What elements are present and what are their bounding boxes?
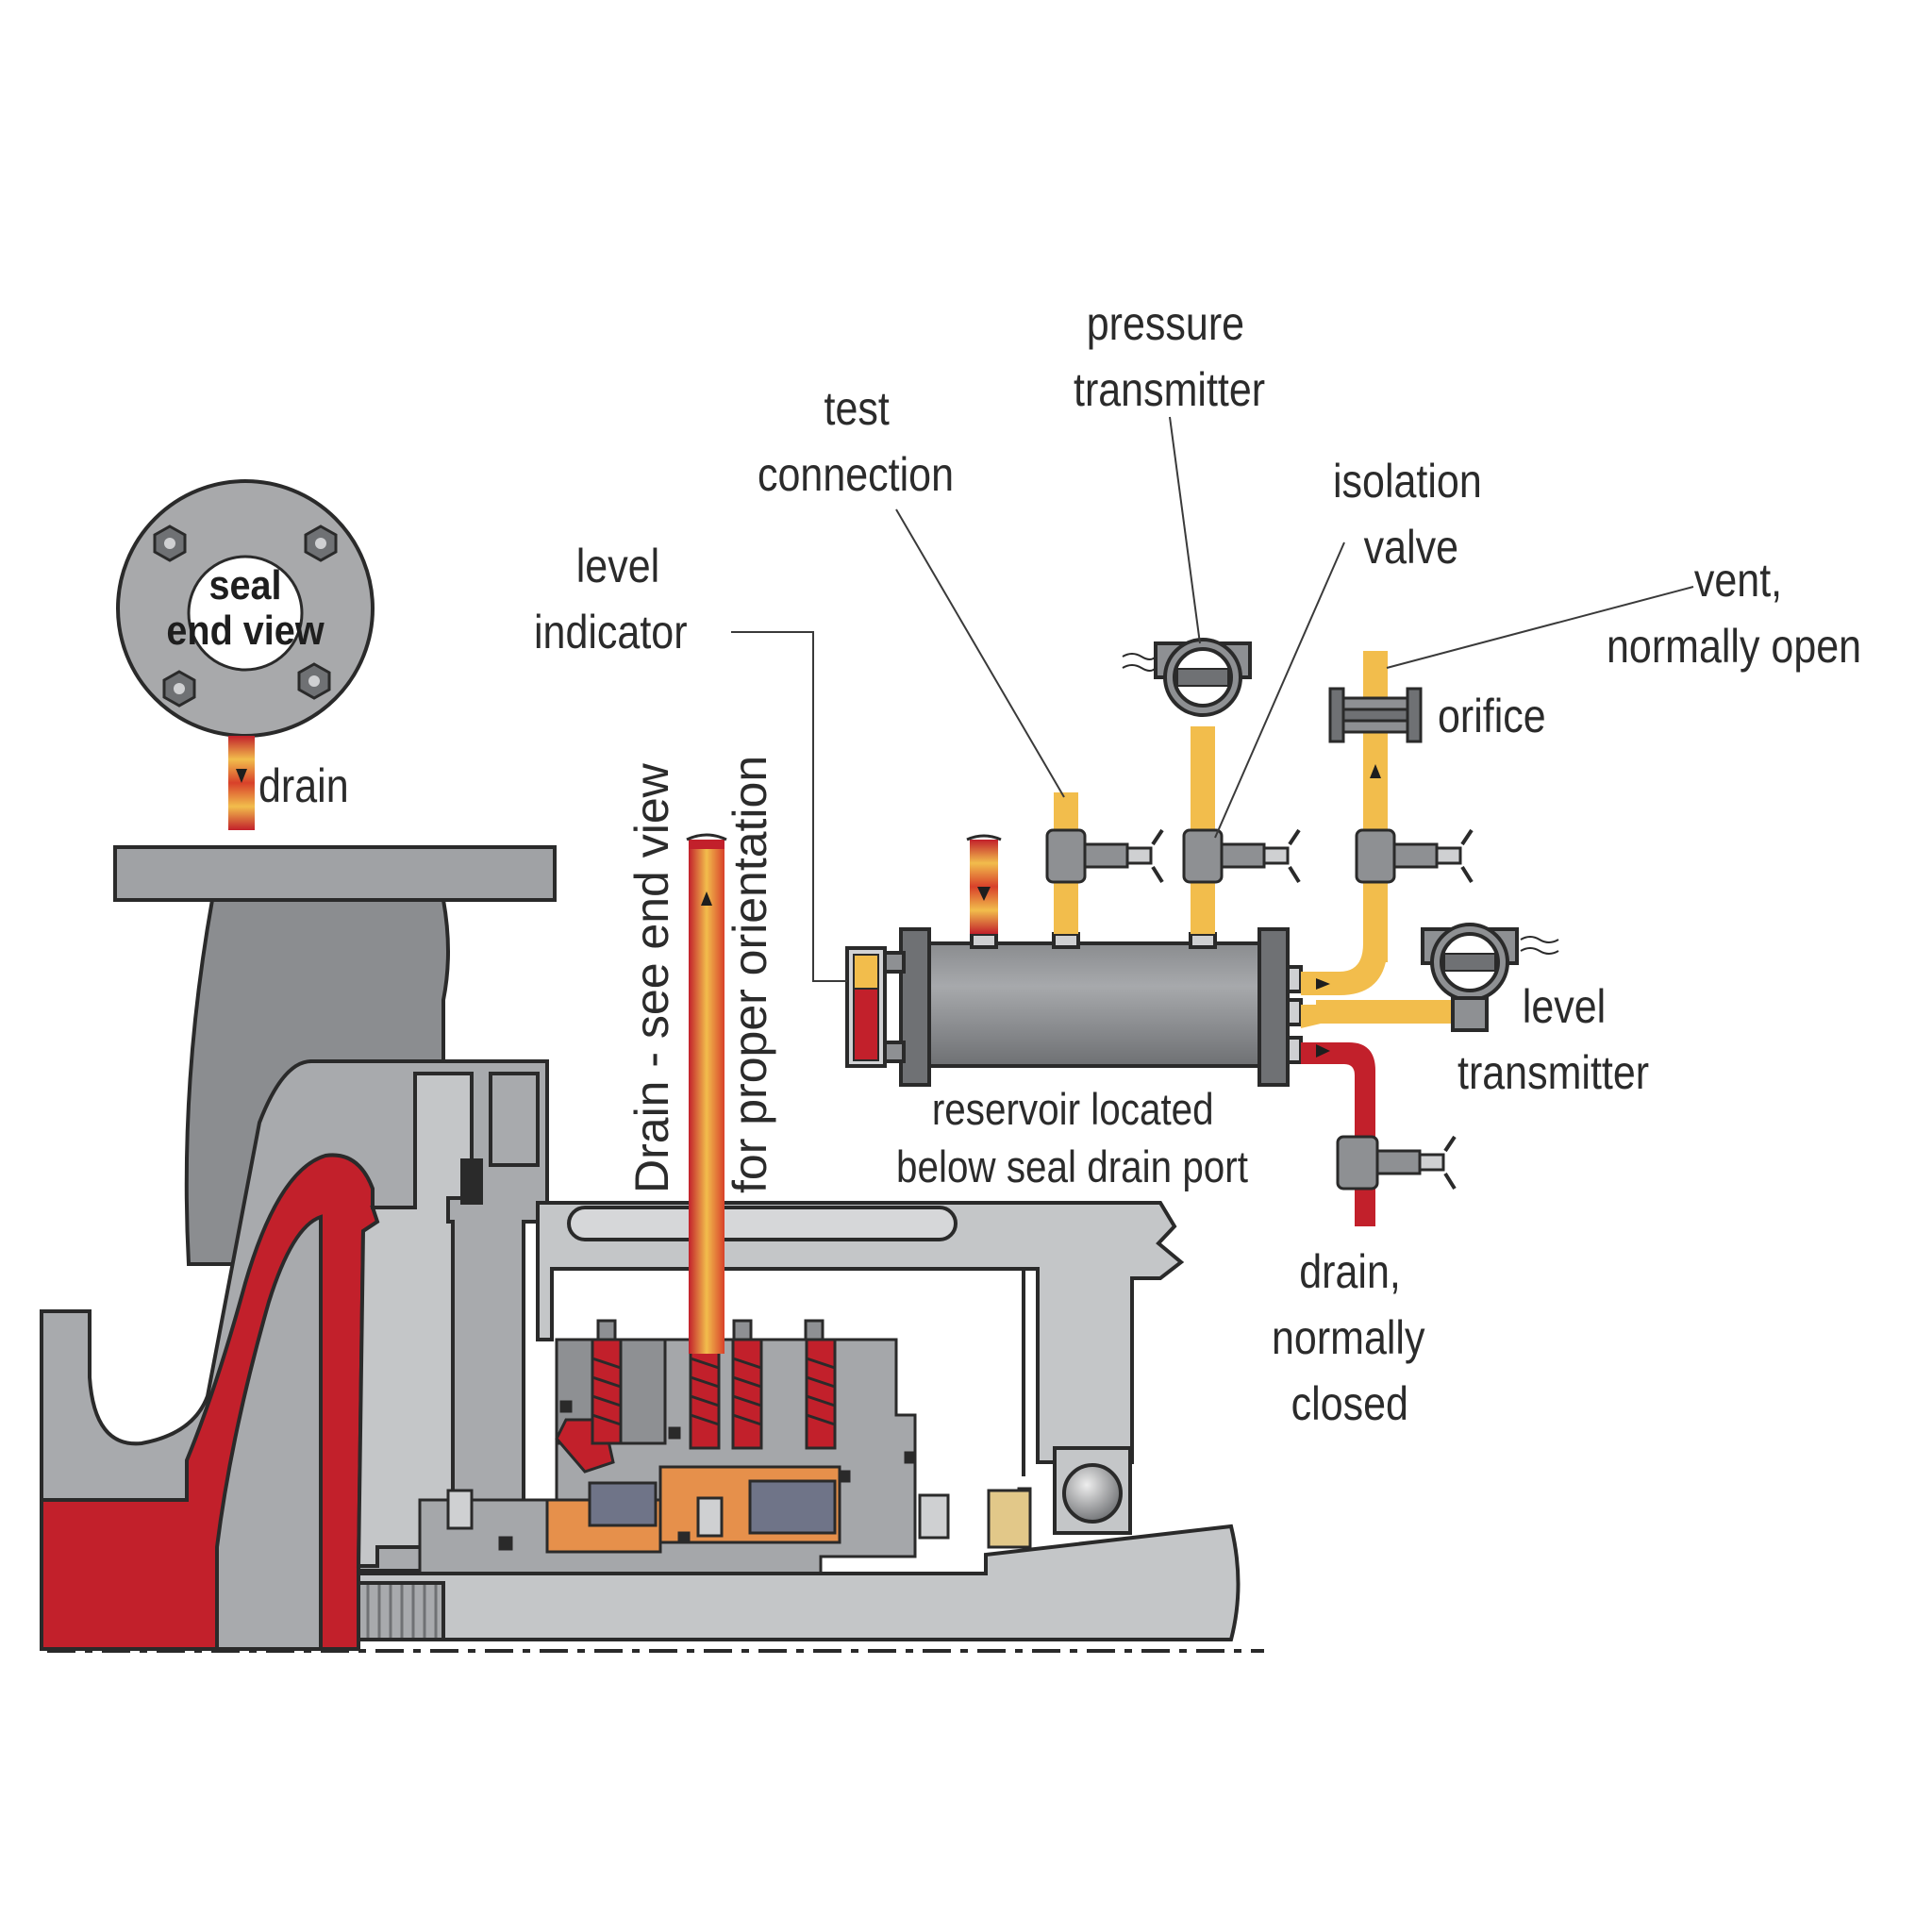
vent-label: vent, normally open bbox=[1607, 557, 1861, 689]
label-line: normally bbox=[1272, 1311, 1425, 1364]
flow-arrow-icon bbox=[701, 891, 712, 906]
orifice-label: orifice bbox=[1438, 690, 1546, 742]
drain-orientation-label-line1: Drain - see end view bbox=[625, 763, 678, 1193]
label-line: seal bbox=[208, 562, 282, 608]
label-line: transmitter bbox=[1457, 1046, 1650, 1099]
flow-arrow-icon bbox=[236, 769, 247, 783]
test-connection-label: test connection bbox=[758, 385, 954, 517]
mechanical-seal-cartridge bbox=[418, 1319, 1032, 1577]
orifice-flange bbox=[1328, 687, 1423, 743]
label-line: level bbox=[575, 540, 660, 592]
drain-normally-closed-label: drain, normally closed bbox=[1272, 1248, 1424, 1446]
drain-orientation-label-line2: for proper orientation bbox=[724, 755, 776, 1193]
label-line: indicator bbox=[534, 606, 688, 658]
shaft bbox=[357, 1524, 1241, 1641]
level-transmitter bbox=[1421, 923, 1559, 1032]
impeller bbox=[40, 1153, 455, 1651]
level-indicator-label: level indicator bbox=[534, 542, 688, 675]
label-line: level bbox=[1522, 980, 1607, 1033]
leader-lines bbox=[731, 416, 1694, 982]
label-line: valve bbox=[1363, 521, 1459, 574]
pressure-transmitter-label: pressure transmitter bbox=[1074, 300, 1265, 432]
reservoir-label: reservoir located below seal drain port bbox=[896, 1087, 1248, 1208]
level-transmitter-label: level transmitter bbox=[1457, 983, 1649, 1115]
valve-icon bbox=[1045, 828, 1474, 1191]
label-line: end view bbox=[166, 608, 325, 655]
label-line: pressure bbox=[1086, 297, 1245, 350]
reservoir bbox=[845, 927, 1303, 1087]
seal-chamber bbox=[356, 1072, 540, 1568]
label-line: connection bbox=[758, 448, 954, 501]
flow-arrow-icon bbox=[977, 887, 991, 901]
label-line: vent, bbox=[1693, 554, 1783, 607]
label-line: drain, bbox=[1299, 1245, 1401, 1298]
pressure-transmitter bbox=[1122, 638, 1252, 717]
seal-springs bbox=[591, 1338, 837, 1450]
bearing-isolator bbox=[987, 1489, 1032, 1549]
label-line: test bbox=[824, 382, 890, 435]
label-line: normally open bbox=[1607, 620, 1862, 673]
seal-end-view bbox=[116, 479, 375, 830]
label-line: below seal drain port bbox=[896, 1141, 1248, 1191]
seal-end-view-label: seal end view bbox=[152, 562, 339, 655]
label-line: closed bbox=[1291, 1377, 1408, 1430]
label-line: isolation bbox=[1333, 455, 1482, 508]
flow-arrow-icon bbox=[1316, 764, 1381, 1058]
reservoir-inlet-drain bbox=[966, 834, 1002, 934]
drain-label: drain bbox=[258, 759, 349, 812]
seal-drain-line bbox=[686, 833, 727, 1354]
label-line: reservoir located bbox=[931, 1084, 1214, 1134]
isolation-valve-label: isolation valve bbox=[1333, 458, 1482, 590]
label-line: transmitter bbox=[1074, 363, 1266, 416]
